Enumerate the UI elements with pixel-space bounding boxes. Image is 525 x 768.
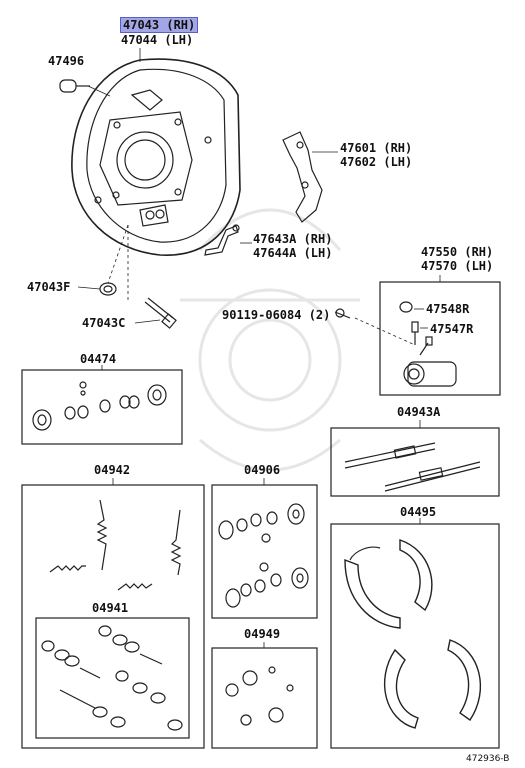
- part-label-47044-lh: 47044 (LH): [121, 33, 194, 47]
- bolt-47043c: [144, 297, 177, 329]
- part-label-47547r: 47547R: [430, 322, 474, 336]
- bleeder-parts: [225, 666, 294, 726]
- bracket-47601: [282, 131, 323, 223]
- part-label-47644a: 47644A (LH): [253, 246, 333, 260]
- kit-04474-parts: [32, 381, 167, 431]
- hold-down-parts: [41, 625, 183, 731]
- part-label-47043f: 47043F: [27, 280, 71, 294]
- kit-04949-box: [211, 647, 318, 749]
- kit-04943a-box: [330, 427, 500, 497]
- wheel-cylinder: [403, 336, 457, 387]
- nut-47043f: [99, 282, 117, 296]
- kit-04495-box: [330, 523, 500, 749]
- part-label-47043c: 47043C: [82, 316, 126, 330]
- watermark-logo: [180, 208, 360, 472]
- backing-plate: [71, 58, 241, 256]
- part-label-04906: 04906: [244, 463, 281, 477]
- part-label-47601: 47601 (RH): [340, 141, 413, 155]
- return-springs: [49, 499, 182, 591]
- adjuster-parts: [344, 442, 481, 492]
- bolt-90119: [334, 308, 351, 319]
- part-label-04942: 04942: [94, 463, 131, 477]
- part-label-47550: 47550 (RH): [421, 245, 494, 259]
- kit-04906-box: [211, 484, 318, 619]
- cylinder-cups: [218, 503, 309, 608]
- part-label-47602: 47602 (LH): [340, 155, 413, 169]
- part-label-47496: 47496: [48, 54, 85, 68]
- cap-47548r: [399, 301, 413, 313]
- kit-04942-box: [21, 484, 205, 749]
- part-label-04941: 04941: [92, 601, 129, 615]
- part-label-04943a: 04943A: [397, 405, 441, 419]
- kit-04474-box: [21, 369, 183, 445]
- part-label-47643a: 47643A (RH): [253, 232, 333, 246]
- figure-number: 472936-B: [466, 754, 510, 764]
- part-label-04949: 04949: [244, 627, 281, 641]
- plug-47496: [59, 79, 90, 93]
- part-label-47043-rh: 47043 (RH): [120, 17, 199, 33]
- part-label-04495: 04495: [400, 505, 437, 519]
- bleeder-47547r: [411, 321, 419, 345]
- wheel-cylinder-box: [379, 281, 501, 396]
- part-label-90119: 90119-06084 (2): [222, 308, 331, 322]
- part-label-47548r: 47548R: [426, 302, 470, 316]
- brake-shoes: [344, 539, 482, 729]
- part-label-04474: 04474: [80, 352, 117, 366]
- kit-04941-box: [35, 617, 190, 739]
- part-label-47570: 47570 (LH): [421, 259, 494, 273]
- lever-47643a: [204, 224, 240, 256]
